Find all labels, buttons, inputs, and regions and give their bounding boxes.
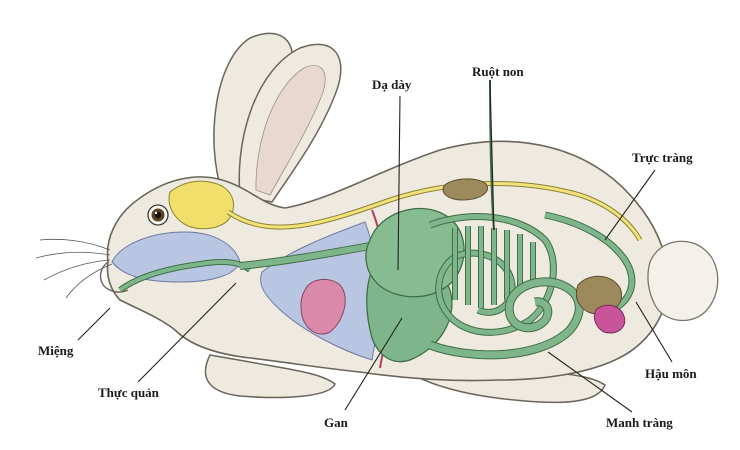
bladder [593,304,626,334]
small-intestine-coils [428,79,557,336]
rabbit-front-leg [204,354,336,399]
rabbit-ear-inner [255,65,326,196]
label-liver: Gan [324,415,349,430]
rectal-bulb [576,275,622,315]
label-rectum: Trực tràng [632,150,693,165]
leader-esophagus [137,282,237,383]
leader-lines [77,79,673,413]
leader-small-intestine [489,79,495,231]
leader-liver [344,317,403,411]
leader-stomach [397,95,401,271]
leader-rectum [604,169,656,241]
leader-anus [635,301,673,363]
rabbit-tail [647,240,719,322]
kidney [442,178,488,201]
leader-mouth [77,307,111,341]
rabbit-whiskers [35,238,113,299]
leader-cecum [547,351,633,413]
labels: Dạ dày Ruột non Trực tràng Miệng Thực qu… [38,64,697,430]
cecum-spiral [428,277,584,360]
label-small-intestine: Ruột non [472,64,524,79]
colon-tube [544,211,636,314]
rabbit-eye [147,204,169,226]
heart [300,278,346,335]
label-esophagus: Thực quản [98,385,160,400]
rabbit-illustration [35,32,719,404]
label-mouth: Miệng [38,343,74,358]
label-anus: Hậu môn [645,366,697,381]
label-cecum: Manh tràng [606,415,673,430]
label-stomach: Dạ dày [372,77,412,92]
